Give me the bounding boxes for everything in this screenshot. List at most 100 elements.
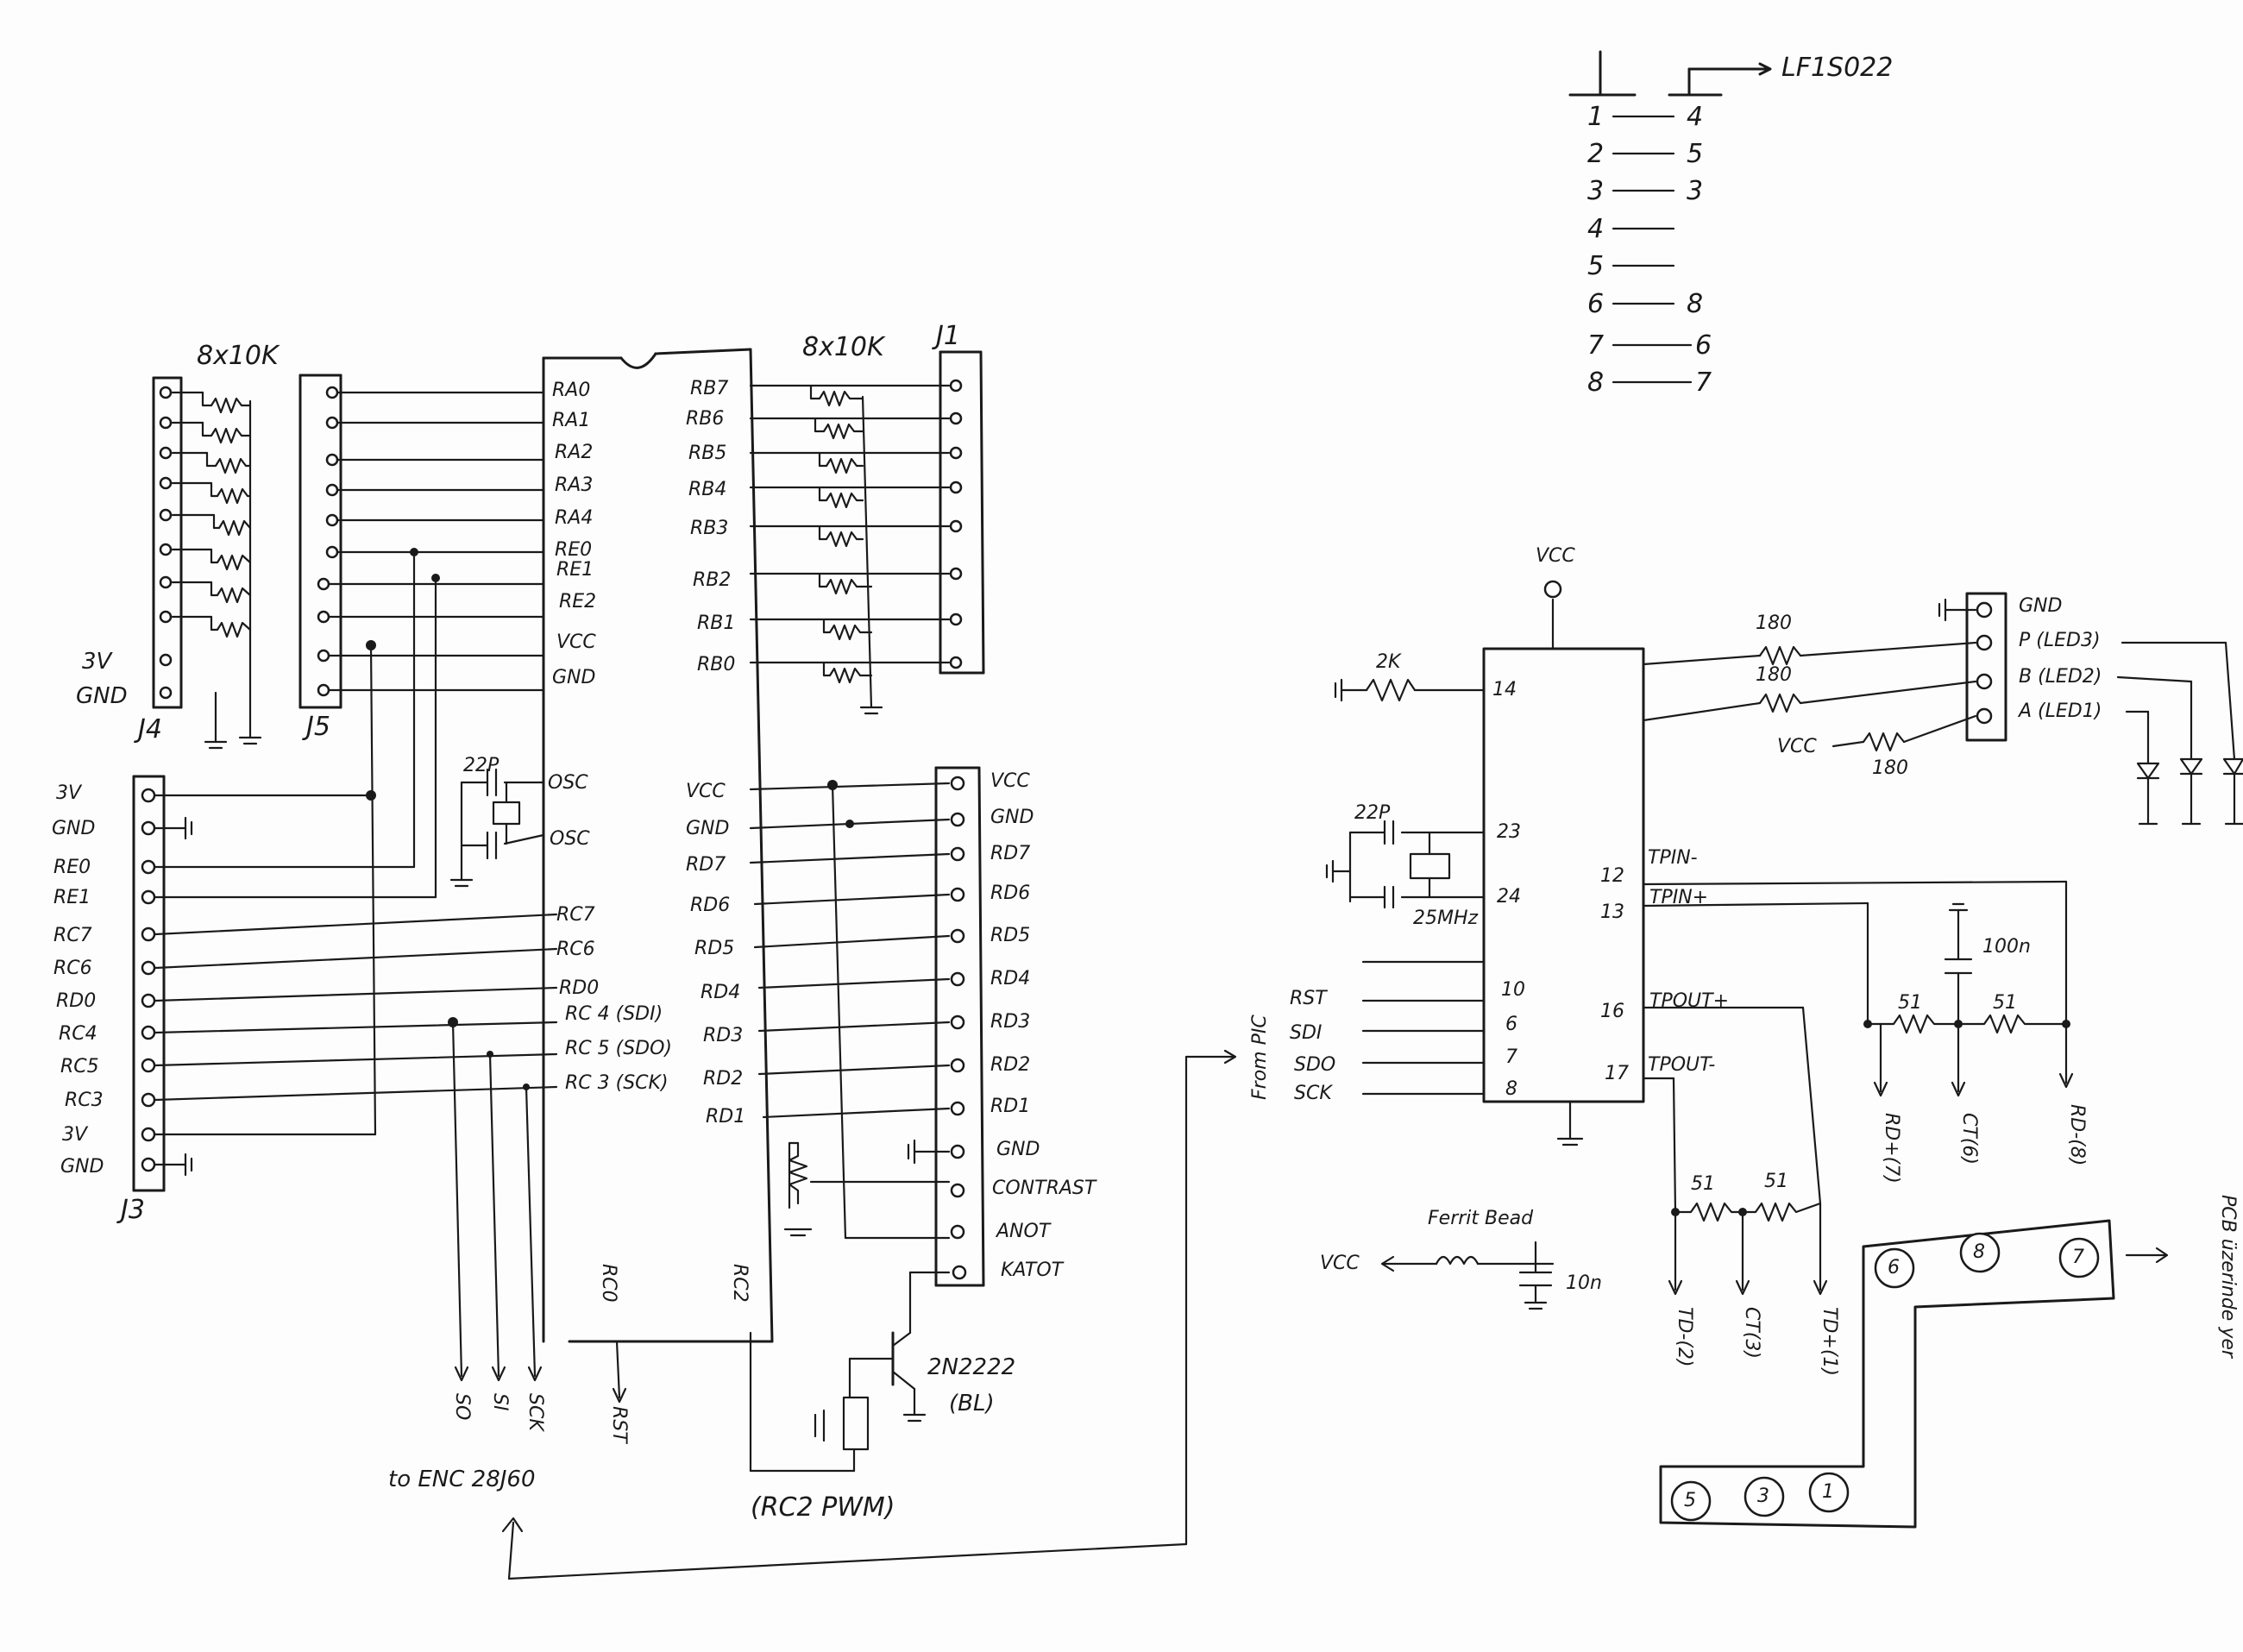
mcu-bottom-pin-rc2: RC2 xyxy=(729,1264,751,1303)
lcd-pin-label: GND xyxy=(990,807,1034,828)
enc-crystal: 25MHz xyxy=(1413,908,1479,929)
led-resistor: 180 xyxy=(1756,664,1792,686)
enc-vcc: VCC xyxy=(1536,545,1575,567)
connector-j4 xyxy=(152,376,183,709)
mcu-rd-pin: RD7 xyxy=(686,854,726,876)
mcu-rd-pin: RD6 xyxy=(690,895,731,916)
enc-tp-label: TPOUT- xyxy=(1648,1054,1716,1076)
spi-bus-wires xyxy=(451,1021,627,1404)
pinout-right-8: 7 xyxy=(1695,367,1712,398)
mcu-rb-pin: RB7 xyxy=(690,378,729,399)
enc-tp-label: TPIN- xyxy=(1648,847,1698,869)
mcu-left-pin: RE2 xyxy=(559,591,597,612)
j3-pin-label: GND xyxy=(60,1156,104,1178)
j3-pin-label: RD0 xyxy=(56,990,97,1012)
j3-pin-label: RC7 xyxy=(53,925,92,946)
j4-label: J4 xyxy=(138,714,162,744)
j5-to-mcu-wires xyxy=(328,391,545,692)
rj45-pin: 5 xyxy=(1684,1490,1696,1511)
led-connector xyxy=(1642,592,2243,826)
mcu-left-pin: RE1 xyxy=(556,559,594,581)
enc-pin-num: 16 xyxy=(1600,1001,1624,1022)
pinout-left-7: 7 xyxy=(1587,330,1604,361)
mcu-bottom-pin-rc0: RC0 xyxy=(598,1264,619,1303)
enc28j60-body xyxy=(1325,580,1645,1146)
mcu-left-pin: RC 3 (SCK) xyxy=(565,1072,669,1094)
rj45-side-label: PCB üzerinde yer xyxy=(2217,1195,2239,1358)
j3-pin-label: 3V xyxy=(62,1124,88,1146)
led-conn-label: A (LED1) xyxy=(2019,700,2102,722)
left-resistor-array-label: 8x10K xyxy=(197,341,279,371)
led-resistor: 180 xyxy=(1756,612,1792,634)
j3-pin-label: RE1 xyxy=(53,887,91,908)
led-resistor: 180 xyxy=(1872,757,1908,779)
rx-label: CT(6) xyxy=(1958,1113,1980,1165)
pinout-right-3: 3 xyxy=(1687,176,1703,206)
tx-label: CT(3) xyxy=(1741,1307,1762,1359)
pinout-right-1: 4 xyxy=(1687,102,1703,132)
j3-pin-label: GND xyxy=(52,818,96,839)
enc-pin-num: 23 xyxy=(1497,821,1521,843)
resistor-array-left xyxy=(171,391,262,750)
mcu-body xyxy=(542,348,774,1343)
pinout-left-8: 8 xyxy=(1587,367,1604,398)
mcu-rd-pin: RD3 xyxy=(703,1025,744,1046)
rj45-connector xyxy=(1659,1219,2169,1529)
pwm-caption: (RC2 PWM) xyxy=(751,1492,895,1523)
pinout-left-5: 5 xyxy=(1587,251,1604,281)
mcu-left-pin: RA0 xyxy=(552,380,591,401)
connector-j5 xyxy=(298,374,342,709)
enc-pin-num: 10 xyxy=(1501,979,1525,1001)
mcu-rb-pin: RB4 xyxy=(688,479,727,500)
mcu-left-pin: OSC xyxy=(550,828,590,850)
enc-pin-num: 7 xyxy=(1505,1046,1517,1068)
lcd-pin-label: KATOT xyxy=(1001,1259,1064,1281)
enc-pin-num: 24 xyxy=(1497,886,1521,908)
enc-pin-num: 17 xyxy=(1605,1063,1629,1084)
j3-pin-label: 3V xyxy=(56,782,82,804)
led-vcc: VCC xyxy=(1777,736,1817,757)
ferrite-bead xyxy=(1380,1241,1555,1310)
mcu-rd-pin: RD1 xyxy=(706,1106,746,1128)
mcu-left-pin: RD0 xyxy=(559,977,600,999)
enc-link-arrow xyxy=(501,1049,1237,1580)
right-resistor-array-label: 8x10K xyxy=(802,332,884,362)
tx-label: TD-(2) xyxy=(1674,1307,1695,1367)
lcd-pin-label: GND xyxy=(996,1139,1040,1160)
mcu-left-pin: RC 5 (SDO) xyxy=(565,1038,673,1059)
j1-label: J1 xyxy=(936,321,960,351)
lcd-pin-label: RD7 xyxy=(990,843,1031,864)
pinout-table xyxy=(1568,50,1772,384)
j3-pin-label: RC6 xyxy=(53,958,92,979)
spi-label-sck: SCK xyxy=(525,1393,546,1431)
mcu-rb-pin: RB6 xyxy=(686,408,725,430)
led-conn-label: B (LED2) xyxy=(2019,666,2102,688)
ferrite-vcc: VCC xyxy=(1320,1253,1360,1274)
mcu-left-pin: OSC xyxy=(548,772,588,794)
enc-crystal-cap: 22P xyxy=(1354,802,1391,824)
mcu-left-pin: RC6 xyxy=(556,939,595,960)
lcd-pin-label: RD1 xyxy=(990,1096,1031,1117)
tx-label: TD+(1) xyxy=(1819,1307,1840,1376)
lcd-pin-label: RD6 xyxy=(990,883,1031,904)
lcd-pin-label: ANOT xyxy=(996,1221,1051,1242)
j4-pin-gnd: GND xyxy=(76,683,128,709)
lcd-pin-label: RD2 xyxy=(990,1054,1031,1076)
mcu-rd-pin: RD5 xyxy=(694,938,735,959)
j3-pin-label: RC3 xyxy=(65,1090,104,1111)
enc-pin-num: 12 xyxy=(1600,865,1624,887)
led-conn-label: P (LED3) xyxy=(2019,630,2101,651)
led-conn-label: GND xyxy=(2019,595,2063,617)
enc-tp-label: TPIN+ xyxy=(1649,887,1709,908)
spi-label-si: SI xyxy=(489,1393,511,1411)
ferrite-label: Ferrit Bead xyxy=(1428,1208,1534,1229)
rx-label: RD-(8) xyxy=(2066,1104,2088,1166)
mcu-rb-pin: RB0 xyxy=(697,654,736,675)
transistor-2n2222 xyxy=(749,1271,951,1473)
enc-pin-num: 14 xyxy=(1492,679,1517,700)
transistor-part: 2N2222 xyxy=(927,1354,1016,1380)
pinout-left-2: 2 xyxy=(1587,139,1604,169)
mcu-left-pin: RA1 xyxy=(552,410,591,431)
j3-label: J3 xyxy=(121,1195,145,1225)
